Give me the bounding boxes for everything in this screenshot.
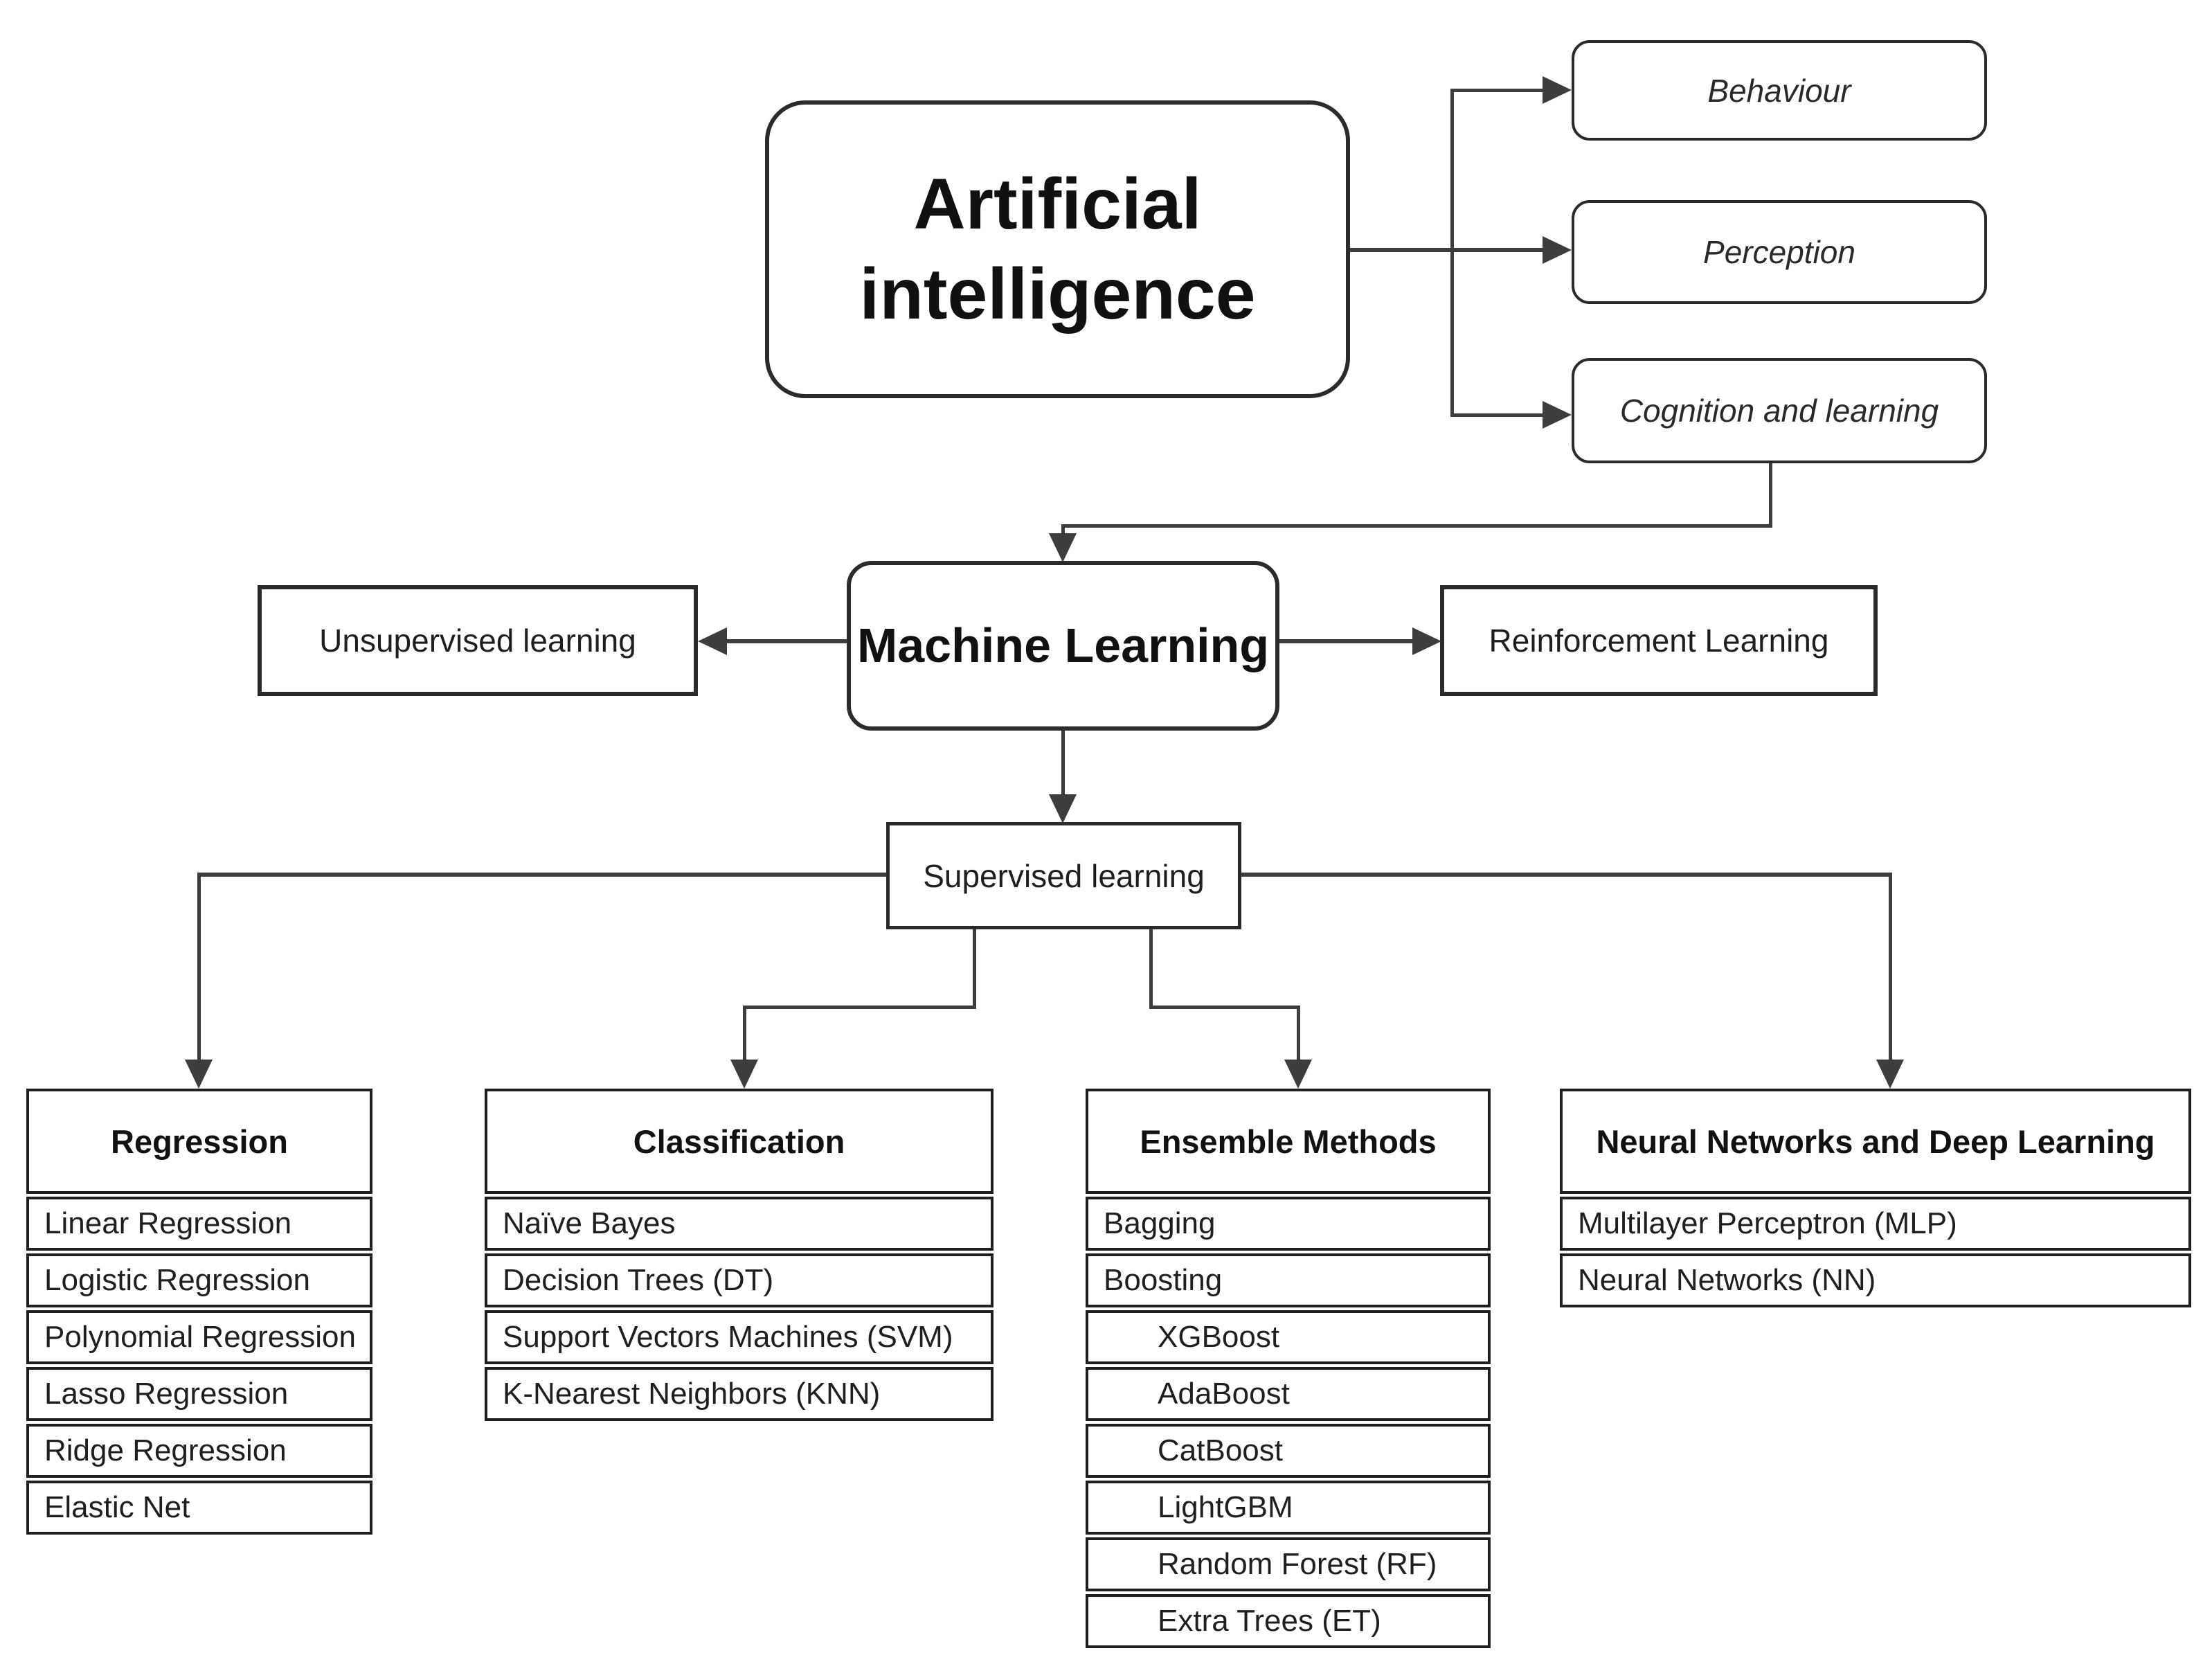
table-row: Random Forest (RF) [1086,1537,1491,1591]
connector-cognition-down [1769,463,1772,528]
arrowhead-unsupervised [698,627,727,655]
node-reinforcement-learning: Reinforcement Learning [1440,585,1878,696]
node-artificial-intelligence: Artificial intelligence [765,100,1350,398]
connector-to-behaviour [1450,89,1544,92]
arrowhead-cognition [1543,401,1572,429]
table-row: AdaBoost [1086,1367,1491,1421]
table-row: Support Vectors Machines (SVM) [485,1310,993,1364]
node-label: Supervised learning [923,857,1205,894]
table-row: Lasso Regression [26,1367,372,1421]
connector-into-ml-stub [1061,524,1065,537]
connector-supervised-to-regression-h [197,873,886,877]
node-label: Artificial intelligence [859,164,1256,334]
node-label: Reinforcement Learning [1489,623,1829,659]
connector-ml-to-supervised [1061,731,1065,796]
table-row: Polynomial Regression [26,1310,372,1364]
node-cognition-and-learning: Cognition and learning [1572,358,1987,463]
connector-supervised-to-classification-v1 [973,929,976,1009]
connector-ml-to-unsupervised [726,639,847,643]
connector-ml-to-reinforcement [1279,639,1414,643]
table-regression: Regression Linear Regression Logistic Re… [26,1089,372,1535]
connector-supervised-to-classification-v2 [743,1006,746,1061]
table-row: Decision Trees (DT) [485,1253,993,1307]
table-row: CatBoost [1086,1424,1491,1478]
arrowhead-behaviour [1543,76,1572,104]
arrowhead-reinforcement [1412,627,1441,655]
connector-supervised-to-ensemble-v2 [1297,1006,1300,1061]
arrowhead-perception [1543,236,1572,264]
table-row: Boosting [1086,1253,1491,1307]
connector-supervised-to-ensemble-h [1149,1006,1300,1009]
table-header: Ensemble Methods [1086,1089,1491,1194]
connector-supervised-to-nn-h [1241,873,1892,877]
table-row: XGBoost [1086,1310,1491,1364]
node-label: Perception [1703,234,1855,270]
connector-supervised-to-classification-h [743,1006,976,1009]
table-row: Extra Trees (ET) [1086,1594,1491,1648]
arrowhead-neural-networks [1876,1060,1904,1089]
connector-cognition-horizontal [1061,524,1772,528]
arrowhead-classification [730,1060,758,1089]
table-row: Neural Networks (NN) [1560,1253,2191,1307]
node-label: Cognition and learning [1619,393,1939,429]
table-classification: Classification Naïve Bayes Decision Tree… [485,1089,993,1421]
connector-supervised-to-ensemble-v1 [1149,929,1153,1009]
node-unsupervised-learning: Unsupervised learning [258,585,698,696]
table-row: Linear Regression [26,1197,372,1251]
table-row: Ridge Regression [26,1424,372,1478]
connector-to-cognition [1450,413,1544,417]
table-row: Naïve Bayes [485,1197,993,1251]
table-ensemble-methods: Ensemble Methods Bagging Boosting XGBoos… [1086,1089,1491,1648]
node-label: Behaviour [1707,72,1851,109]
table-neural-networks: Neural Networks and Deep Learning Multil… [1560,1089,2191,1307]
node-supervised-learning: Supervised learning [886,822,1241,929]
node-behaviour: Behaviour [1572,40,1987,141]
arrowhead-machine-learning [1049,533,1077,562]
table-row: Elastic Net [26,1481,372,1535]
table-header: Regression [26,1089,372,1194]
node-machine-learning: Machine Learning [847,561,1279,731]
arrowhead-supervised [1049,794,1077,823]
table-row: LightGBM [1086,1481,1491,1535]
arrowhead-regression [185,1060,213,1089]
table-row: Logistic Regression [26,1253,372,1307]
connector-supervised-to-regression-v [197,873,201,1061]
connector-ai-to-perception [1350,248,1544,252]
node-perception: Perception [1572,200,1987,304]
table-header: Neural Networks and Deep Learning [1560,1089,2191,1194]
arrowhead-ensemble [1284,1060,1312,1089]
node-label: Unsupervised learning [319,623,636,659]
table-row: K-Nearest Neighbors (KNN) [485,1367,993,1421]
node-label: Machine Learning [856,618,1270,672]
connector-aspect-trunk [1450,89,1454,417]
table-row: Bagging [1086,1197,1491,1251]
connector-supervised-to-nn-v [1889,873,1892,1061]
table-header: Classification [485,1089,993,1194]
table-row: Multilayer Perceptron (MLP) [1560,1197,2191,1251]
